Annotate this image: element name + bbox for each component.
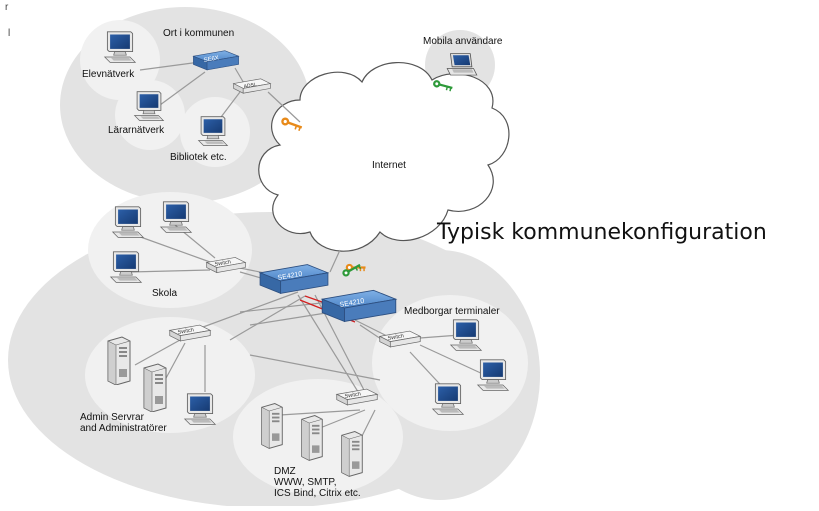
lararnatverk-label: Lärarnätverk [108,125,165,136]
dmz-switch-label: Switch [344,391,361,400]
diagram-caption: Typisk kommunekonfiguration [437,220,767,245]
elev-computer-icon [104,31,136,63]
mobila-label: Mobila användare [423,36,503,47]
internet-label: Internet [372,160,406,171]
connections [129,61,486,441]
internet-link [329,249,341,273]
skola-computer-3-icon [110,251,142,283]
dmz-label: DMZ WWW, SMTP, ICS Bind, Citrix etc. [274,466,361,499]
skola-label: Skola [152,288,178,299]
internet-cloud [258,62,510,252]
admin-computer-icon [184,393,216,425]
top-switch-label: ADSL [243,82,257,90]
top-router-label: SE6X [203,55,219,64]
medborgar-subgroup [372,295,528,431]
dmz-server-2-icon [301,415,323,461]
skola-computer-2-icon [160,201,192,233]
larar-computer-icon [134,91,164,122]
elevnatverk-label: Elevnätverk [82,69,135,80]
medborgar-computer-3-icon [432,383,464,415]
skola-switch-label: Switch [214,259,231,268]
bibliotek-label: Bibliotek etc. [170,152,227,163]
corner-mark-top: r [5,2,9,13]
medborgar-label: Medborgar terminaler [404,306,500,317]
medborgar-computer-2-icon [477,359,509,391]
core-left-label: SE4210 [277,271,303,282]
admin-label: Admin Servrar and Administratörer [80,412,167,434]
medborgar-computer-1-icon [450,319,482,351]
dmz-server-1-icon [261,403,283,449]
corner-mark-bottom: l [8,28,11,39]
medborgar-switch-label: Switch [387,333,404,342]
skola-computer-1-icon [112,206,144,238]
larar-subgroup [115,80,185,150]
admin-switch-label: Switch [177,327,194,336]
core-right-label: SE4210 [339,298,365,309]
bibliotek-computer-icon [198,116,228,147]
ort-i-kommunen-label: Ort i kommunen [163,28,235,39]
admin-server-1-icon [107,336,131,385]
admin-server-2-icon [143,363,167,412]
